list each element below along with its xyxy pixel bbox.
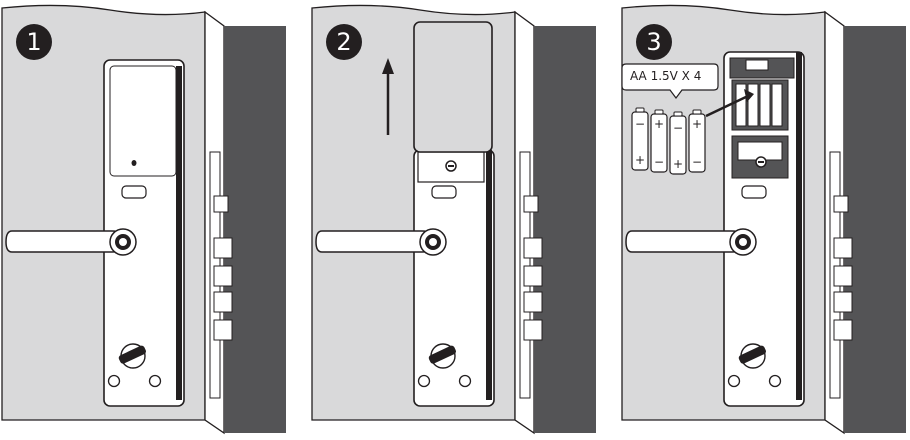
battery-1-top-polarity: − — [635, 118, 645, 130]
step-1-illustration — [0, 0, 290, 440]
battery-4-bottom-polarity: − — [692, 156, 702, 168]
lever-handle — [316, 231, 434, 252]
battery-4-top-polarity: + — [692, 118, 702, 130]
battery-spec-label: AA 1.5V X 4 — [630, 69, 701, 83]
door-frame — [534, 26, 596, 433]
battery-cover — [414, 22, 492, 152]
lever-handle — [626, 231, 744, 252]
step-2-panel: 2 — [310, 0, 600, 440]
battery-1-bottom-polarity: + — [635, 154, 645, 166]
step-3-panel: 3 AA 1.5V X 4 − + + − − + + − — [620, 0, 910, 440]
step-1-panel: 1 — [0, 0, 290, 440]
door-frame — [224, 26, 286, 433]
battery-2-top-polarity: + — [654, 118, 664, 130]
battery-3-top-polarity: − — [673, 122, 683, 134]
lever-handle — [6, 231, 124, 252]
battery-2-bottom-polarity: − — [654, 156, 664, 168]
step-number-badge: 3 — [636, 24, 672, 60]
step-number-badge: 1 — [16, 24, 52, 60]
step-3-illustration — [620, 0, 910, 440]
door-frame — [844, 26, 906, 433]
step-number-badge: 2 — [326, 24, 362, 60]
fingerprint-sensor — [122, 186, 146, 198]
step-2-illustration — [310, 0, 600, 440]
battery-3-bottom-polarity: + — [673, 158, 683, 170]
